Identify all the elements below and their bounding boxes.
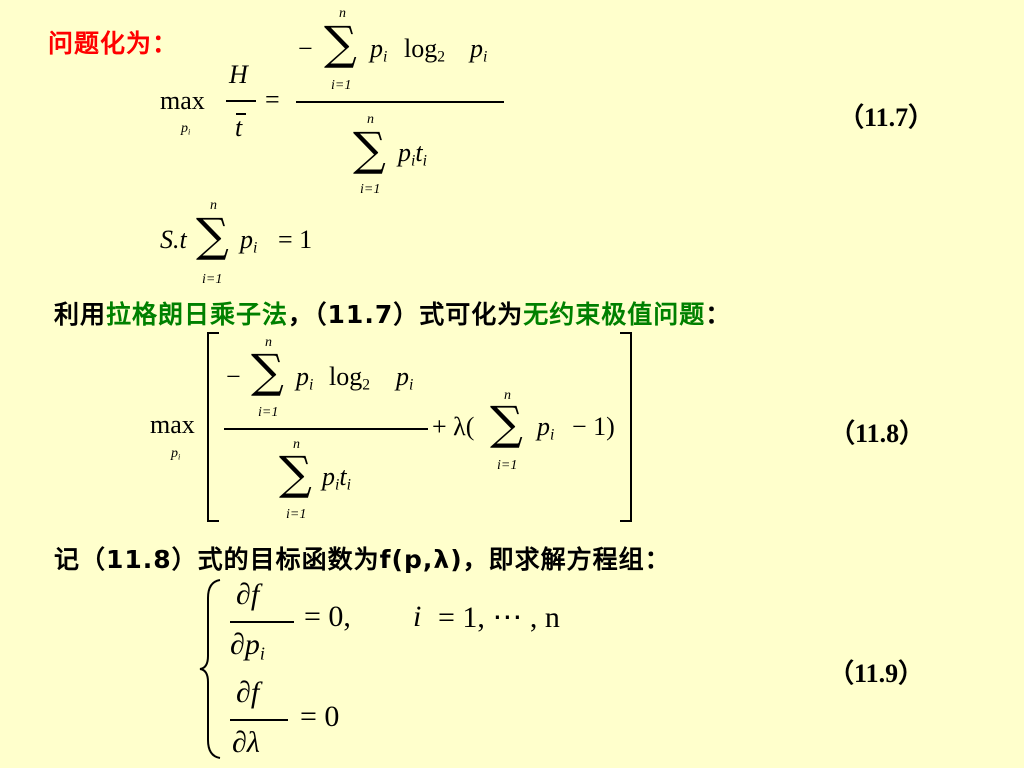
constraint-sum-symbol: ∑ <box>196 208 229 262</box>
objective-sentence: 记（11.8）式的目标函数为f(p,λ)，即求解方程组： <box>54 545 671 574</box>
sum-symbol: ∑ <box>324 16 357 70</box>
sum-upper-limit: n <box>339 6 346 21</box>
p-i-t-i-eq2: piti <box>322 462 351 494</box>
lagrange-sentence: 利用拉格朗日乘子法，（11.7）式可化为无约束极值问题： <box>54 295 731 331</box>
log2: log2 <box>404 34 446 66</box>
lambda-sum-lower: i=1 <box>497 458 518 473</box>
sum-upper-2: n <box>265 335 272 350</box>
constraint-sum-upper: n <box>210 198 217 213</box>
heading: 问题化为： <box>48 29 179 58</box>
constraint-p-i: pi <box>240 225 258 257</box>
sum-lower-limit-den: i=1 <box>360 182 381 197</box>
sum-symbol-2: ∑ <box>251 344 284 398</box>
entropy-symbol: H <box>229 60 248 89</box>
t-bar <box>236 113 246 115</box>
text-suffix: ： <box>705 300 732 329</box>
minus-sign: − <box>298 34 313 63</box>
lambda-p-i: pi <box>537 412 555 444</box>
minus-sign-2: − <box>226 362 241 391</box>
p-i-eq2: pi <box>296 362 314 394</box>
lambda-sum-symbol: ∑ <box>490 396 523 450</box>
lagrange-method-term: 拉格朗日乘子法 <box>106 300 289 329</box>
equals-sign: = <box>265 85 280 114</box>
fraction-line-eq3-2 <box>230 719 288 721</box>
log2-eq2: log2 <box>329 362 371 394</box>
sum-symbol-den: ∑ <box>353 122 386 176</box>
fraction-line-main <box>296 101 504 103</box>
unconstrained-problem-term: 无约束极值问题 <box>523 300 706 329</box>
plus-lambda: + λ( <box>432 412 475 441</box>
fraction-line-eq3-1 <box>230 621 294 623</box>
p-i-t-i: piti <box>398 138 427 170</box>
index-i: i <box>413 600 422 633</box>
right-bracket <box>630 332 632 522</box>
rhs-zero-comma: = 0, <box>304 600 351 633</box>
partial-f: ∂f <box>236 578 260 611</box>
equation-number-11-7: （11.7） <box>838 103 935 132</box>
max-subscript: pi <box>181 121 191 137</box>
equation-number-11-9: （11.9） <box>828 659 925 688</box>
sum-symbol-2-den: ∑ <box>279 446 312 500</box>
constraint-sum-lower: i=1 <box>202 272 223 287</box>
partial-f-2: ∂f <box>236 676 260 709</box>
partial-p-i: ∂pi <box>230 628 265 664</box>
max-operator-2: max <box>150 410 195 439</box>
minus-one: − 1) <box>572 412 615 441</box>
sum-upper-limit-den: n <box>367 112 374 127</box>
equation-number-11-8: （11.8） <box>829 419 926 448</box>
text-middle: ，（11.7）式可化为 <box>288 300 524 329</box>
max-operator: max <box>160 86 205 115</box>
index-range: = 1, ⋯ , n <box>438 601 560 634</box>
t-bar-symbol: t <box>235 113 243 142</box>
text-prefix: 利用 <box>54 300 107 329</box>
left-bracket <box>207 332 209 522</box>
fraction-line-eq2 <box>224 428 428 430</box>
sum-upper-2-den: n <box>293 437 300 452</box>
sum-lower-2-den: i=1 <box>286 507 307 522</box>
sum-lower-2: i=1 <box>258 405 279 420</box>
subject-to-label: S.t <box>160 225 187 254</box>
rhs-zero: = 0 <box>300 700 340 733</box>
p-i: pi <box>370 34 388 66</box>
left-curly-brace <box>199 579 221 759</box>
p-i-2: pi <box>470 34 488 66</box>
constraint-rhs: = 1 <box>278 225 313 254</box>
sum-lower-limit: i=1 <box>331 78 352 93</box>
lambda-sum-upper: n <box>504 388 511 403</box>
p-i-eq2-b: pi <box>396 362 414 394</box>
max-subscript-2: pi <box>171 446 181 462</box>
fraction-line-small <box>226 100 256 102</box>
partial-lambda: ∂λ <box>232 726 260 759</box>
